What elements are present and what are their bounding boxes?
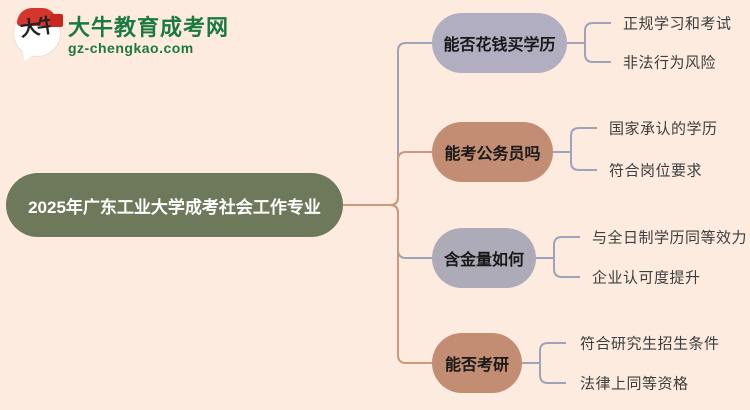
site-domain: gz-chengkao.com <box>68 40 194 56</box>
logo-text-block: 大牛教育成考网 gz-chengkao.com <box>68 10 230 57</box>
edge-branch-2 <box>343 151 432 206</box>
leaf-label: 企业认可度提升 <box>592 269 701 287</box>
branch-node-buy-diploma: 能否花钱买学历 <box>432 13 567 73</box>
leaf-label: 符合研究生招生条件 <box>580 335 720 353</box>
leaf-label: 符合岗位要求 <box>609 162 703 180</box>
edge-branch-3 <box>343 204 432 259</box>
branch-node-civil-servant: 能考公务员吗 <box>432 122 553 182</box>
logo-red-arc-icon <box>17 8 57 26</box>
leaf-label: 国家承认的学历 <box>609 120 718 138</box>
leaf-label: 与全日制学历同等效力 <box>592 229 748 247</box>
leaf-label: 非法行为风险 <box>623 54 717 72</box>
site-name: 大牛教育成考网 <box>68 15 230 40</box>
branch-node-value: 含金量如何 <box>432 228 536 288</box>
bracket-branch-3 <box>536 236 580 278</box>
edge-branch-1 <box>343 42 432 206</box>
site-logo[interactable]: 大牛 大牛教育成考网 gz-chengkao.com <box>14 8 230 64</box>
root-topic-node: 2025年广东工业大学成考社会工作专业 <box>6 173 343 237</box>
bracket-branch-4 <box>522 342 566 384</box>
logo-seal-icon <box>50 14 63 27</box>
bracket-branch-1 <box>567 22 611 63</box>
edge-branch-4 <box>343 204 432 364</box>
leaf-label: 法律上同等资格 <box>580 375 689 393</box>
branch-node-postgraduate: 能否考研 <box>432 333 522 393</box>
logo-bubble-icon: 大牛 <box>14 8 63 64</box>
leaf-label: 正规学习和考试 <box>623 15 732 33</box>
bracket-branch-2 <box>553 127 597 171</box>
